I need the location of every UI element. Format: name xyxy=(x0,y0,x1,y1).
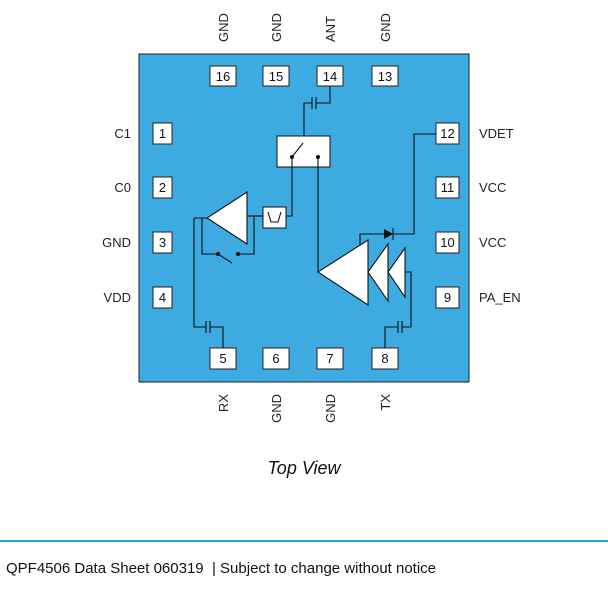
pin-6: 6 GND xyxy=(262,347,290,423)
pin-label: VDD xyxy=(104,290,131,305)
pin-number: 2 xyxy=(159,180,166,195)
switch-arm-icon xyxy=(291,142,304,158)
footer-text: QPF4506 Data Sheet 060319 | Subject to c… xyxy=(6,560,436,577)
pin-3: 3 GND xyxy=(102,231,173,254)
pin-number: 10 xyxy=(440,235,454,250)
ant-to-switch-wire xyxy=(303,102,312,136)
pin-label: GND xyxy=(102,235,131,250)
pin-number: 13 xyxy=(378,69,392,84)
filter-icon xyxy=(262,206,287,229)
pin-label: C1 xyxy=(114,126,131,141)
pin-label: VCC xyxy=(479,180,506,195)
pin-label: GND xyxy=(269,394,284,423)
pin-label: TX xyxy=(378,394,393,411)
pin-number: 6 xyxy=(272,351,279,366)
pin-number: 16 xyxy=(216,69,230,84)
pin-number: 8 xyxy=(381,351,388,366)
rx-out-wire xyxy=(193,217,206,328)
pin-2: 2 C0 xyxy=(114,176,173,199)
pin-label: VDET xyxy=(479,126,514,141)
pin-label: GND xyxy=(216,13,231,42)
internal-circuit xyxy=(193,86,436,348)
pin-label: GND xyxy=(378,13,393,42)
rx-path-wire xyxy=(286,157,293,217)
pin-8: 8 TX xyxy=(371,347,399,411)
pin-15: 15 GND xyxy=(262,13,290,87)
pin-label: RX xyxy=(216,394,231,412)
pin-1: 1 C1 xyxy=(114,122,173,145)
pin-number: 12 xyxy=(440,126,454,141)
switch-icon xyxy=(276,135,331,168)
pin-number: 15 xyxy=(269,69,283,84)
pin-number: 11 xyxy=(441,180,455,195)
pin-label: VCC xyxy=(479,235,506,250)
pin-label: ANT xyxy=(323,16,338,42)
tx-in-wire xyxy=(402,271,412,328)
pin-13: 13 GND xyxy=(371,13,399,87)
pin-16: 16 GND xyxy=(209,13,237,87)
view-caption: Top View xyxy=(267,458,341,478)
pin-10: 10 VCC xyxy=(435,231,506,254)
diode-icon xyxy=(384,229,393,239)
pin-number: 9 xyxy=(444,290,451,305)
pin-label: GND xyxy=(323,394,338,423)
pin-7: 7 GND xyxy=(316,347,344,423)
pin-label: GND xyxy=(269,13,284,42)
pin-4: 4 VDD xyxy=(104,286,173,309)
pin-number: 5 xyxy=(219,351,226,366)
pin-12: 12 VDET xyxy=(435,122,514,145)
pin-label: PA_EN xyxy=(479,290,521,305)
pin-14: 14 ANT xyxy=(316,16,344,87)
pin-9: 9 PA_EN xyxy=(435,286,521,309)
ant-wire xyxy=(316,86,331,104)
lna-icon xyxy=(205,190,248,246)
pin-number: 14 xyxy=(323,69,337,84)
pin-11: 11 VCC xyxy=(435,176,506,199)
pin-number: 4 xyxy=(159,290,166,305)
pin-number: 1 xyxy=(159,126,166,141)
pin-number: 3 xyxy=(159,235,166,250)
lna-bypass-wire xyxy=(201,217,218,255)
pin-label: C0 xyxy=(114,180,131,195)
pin-number: 7 xyxy=(326,351,333,366)
vdet-wire xyxy=(359,233,384,245)
